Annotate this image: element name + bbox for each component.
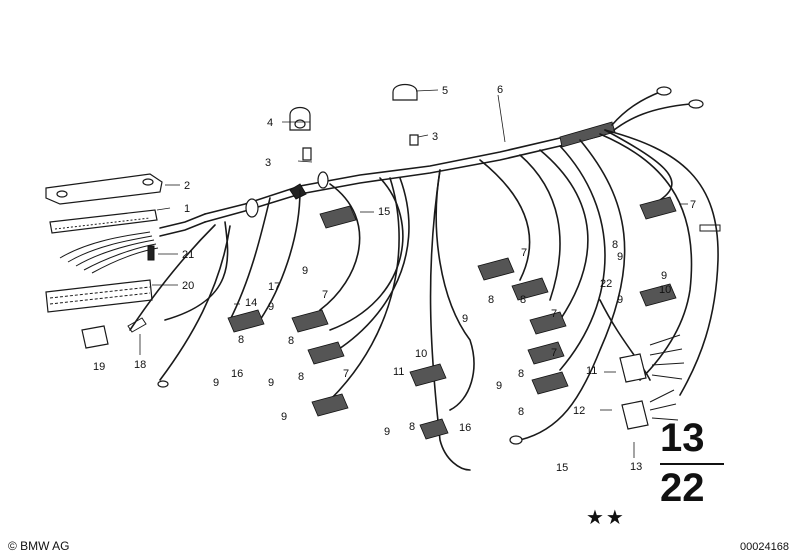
copyright-text: © BMW AG	[8, 539, 70, 553]
callout: 11	[393, 366, 404, 378]
callout: 6	[497, 84, 503, 96]
callout: 7	[551, 347, 557, 359]
callout: 7	[343, 368, 349, 380]
callout: 8	[520, 294, 526, 306]
callout: 9	[268, 301, 274, 313]
callout: 8	[518, 368, 524, 380]
callout: 17	[268, 281, 280, 293]
branches	[229, 129, 673, 471]
callout: 9	[496, 380, 502, 392]
callout: 9	[617, 294, 623, 306]
callout: 8	[518, 406, 524, 418]
callout: 1	[184, 203, 190, 215]
callout: 12	[573, 405, 585, 417]
callout: 19	[93, 361, 105, 373]
connectors	[157, 196, 685, 445]
image-number: 00024168	[740, 541, 789, 553]
callout: 4	[267, 117, 273, 129]
callout: 21	[182, 249, 194, 261]
callout: 9	[384, 426, 390, 438]
group-divider	[660, 463, 724, 465]
callout: 2	[184, 180, 190, 192]
callout: 14	[245, 297, 257, 309]
callout: 9	[462, 313, 468, 325]
callout: 20	[182, 280, 194, 292]
callout: 9	[268, 377, 274, 389]
callout: 22	[600, 278, 612, 290]
callout: 9	[302, 265, 308, 277]
callout: 5	[442, 85, 448, 97]
callout: 9	[617, 251, 623, 263]
callout: 11	[586, 365, 597, 377]
callout: 16	[231, 368, 243, 380]
callout: 15	[378, 206, 390, 218]
callout: 9	[661, 270, 667, 282]
callout-labels: 1 2 3 3 4 5 6 7 7 7 7 7 7 8 8 8 8 8 8 8 …	[93, 84, 696, 474]
callout: 10	[415, 348, 427, 360]
group-number-top: 13	[660, 416, 705, 460]
callout: 18	[134, 359, 146, 371]
callout: 7	[521, 247, 527, 259]
callout-leaders	[139, 89, 688, 458]
callout: 7	[690, 199, 696, 211]
callout: 9	[213, 377, 219, 389]
callout: 10	[659, 284, 671, 296]
callout: 3	[265, 157, 271, 169]
callout: 8	[298, 371, 304, 383]
callout: 13	[630, 461, 642, 473]
left-harness-parts	[45, 173, 231, 381]
callout: 8	[238, 334, 244, 346]
callout: 8	[488, 294, 494, 306]
callout: 3	[432, 131, 438, 143]
callout: 16	[459, 422, 471, 434]
callout: 8	[612, 239, 618, 251]
copyright: © BMW AG	[8, 539, 70, 553]
callout: 15	[556, 462, 568, 474]
clips	[289, 83, 419, 161]
callout: 8	[288, 335, 294, 347]
callout: 8	[409, 421, 415, 433]
callout: 9	[281, 411, 287, 423]
stars-rating: ★★	[586, 507, 626, 529]
group-number-bottom: 22	[660, 466, 705, 510]
main-harness	[204, 86, 721, 396]
callout: 7	[551, 308, 557, 320]
callout: 7	[322, 289, 328, 301]
